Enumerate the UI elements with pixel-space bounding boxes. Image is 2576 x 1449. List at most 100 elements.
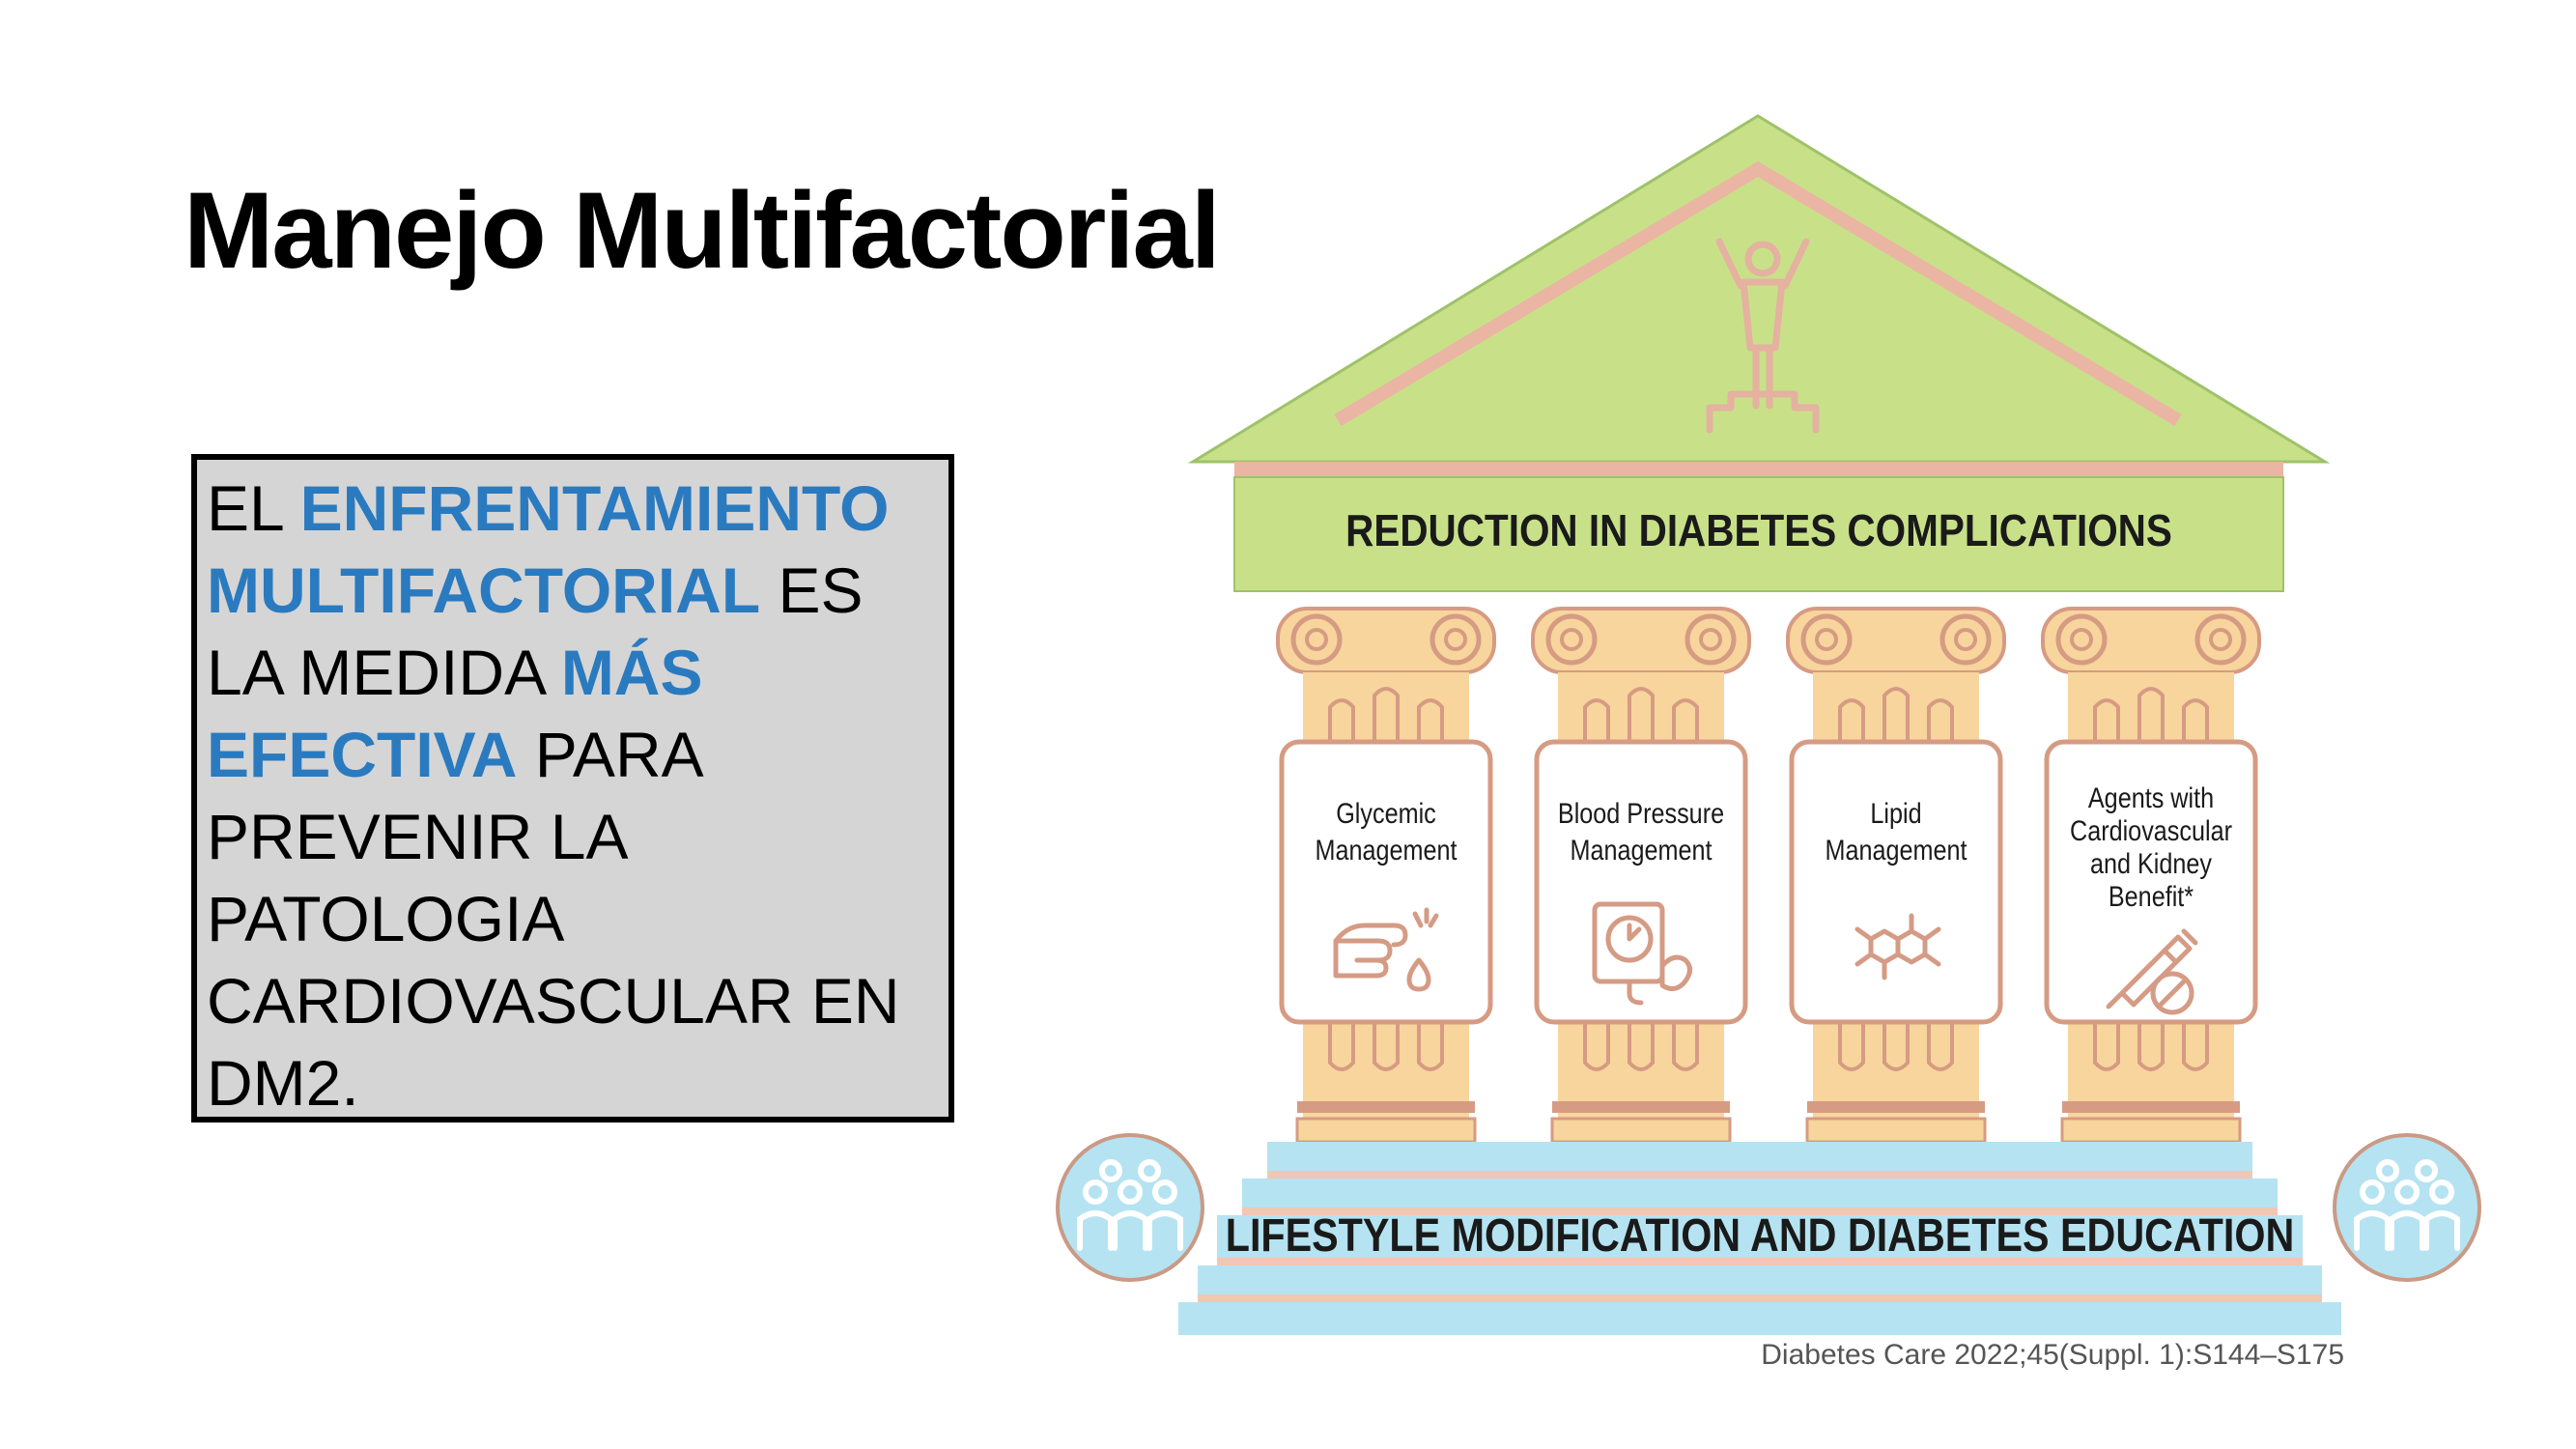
- pillar-flute: [1672, 698, 1699, 742]
- pillar-flute: [2093, 1022, 2120, 1071]
- pillar-flute: [2137, 1022, 2165, 1071]
- callout-highlight: ENFRENTAMIENTO MULTIFACTORIAL: [207, 472, 890, 626]
- blood-pressure-monitor-icon: [1592, 901, 1692, 1006]
- pillar-flute: [1373, 687, 1400, 742]
- pillar-flute: [2137, 687, 2165, 742]
- pillar-flute: [2182, 1022, 2209, 1071]
- people-group-icon: [2333, 1133, 2481, 1282]
- step-stripe: [1217, 1258, 2303, 1265]
- pillar-label: Glycemic: [1336, 797, 1436, 830]
- roof-banner-label: REDUCTION IN DIABETES COMPLICATIONS: [1345, 507, 2172, 556]
- step-top: [1267, 1142, 2252, 1171]
- pillar-shaft-upper: [1558, 672, 1724, 742]
- pillar-flute: [1328, 1022, 1355, 1071]
- callout-text: ES LA MEDIDA: [207, 554, 863, 708]
- pillar-flute: [1373, 1022, 1400, 1071]
- capital-scroll: [2194, 613, 2247, 666]
- pillar-label: Management: [1315, 834, 1457, 867]
- pillar-card: [1789, 739, 2003, 1025]
- pillar-flute: [1927, 1022, 1954, 1071]
- pillar-label: Blood Pressure: [1558, 797, 1724, 830]
- capital-scroll: [1699, 628, 1722, 651]
- pillar-flute: [1628, 687, 1655, 742]
- pillar-flute: [2093, 698, 2120, 742]
- capital-scroll: [1800, 613, 1853, 666]
- callout-highlight: MÁS EFECTIVA: [207, 637, 703, 790]
- capital-scroll: [1430, 613, 1482, 666]
- pillar-band: [1552, 1101, 1730, 1113]
- pillar-flute: [2182, 698, 2209, 742]
- slide-title: Manejo Multifactorial: [184, 170, 1221, 291]
- callout-text: EL: [207, 472, 300, 544]
- pillar-shaft-upper: [1813, 672, 1979, 742]
- roof: REDUCTION IN DIABETES COMPLICATIONS: [1187, 114, 2331, 592]
- pillar-base: [2060, 1117, 2242, 1144]
- step-2: [1242, 1179, 2278, 1208]
- pillar-band: [1297, 1101, 1475, 1113]
- capital-scroll: [2209, 628, 2232, 651]
- pillar-band: [1807, 1101, 1985, 1113]
- citation: Diabetes Care 2022;45(Suppl. 1):S144–S17…: [1761, 1339, 2344, 1371]
- step-stripe: [1198, 1294, 2322, 1302]
- capital-scroll: [1444, 628, 1467, 651]
- pillar-band: [2062, 1101, 2240, 1113]
- pillar-flute: [1838, 698, 1865, 742]
- step-stripe: [1267, 1171, 2252, 1179]
- person-celebrating-on-podium-icon: [1706, 238, 1820, 434]
- capital-scroll: [2070, 628, 2093, 651]
- step-bottom: [1178, 1302, 2341, 1335]
- pillar-card: [2044, 739, 2258, 1025]
- people-group-icon: [1056, 1133, 1204, 1282]
- step-4: [1198, 1265, 2322, 1294]
- base-label: LIFESTYLE MODIFICATION AND DIABETES EDUC…: [1226, 1209, 2295, 1262]
- finger-prick-blood-drop-icon: [1333, 907, 1439, 992]
- roof-banner: [1233, 476, 2284, 592]
- pillar-flute: [1628, 1022, 1655, 1071]
- capital-scroll: [1684, 613, 1737, 666]
- capital-scroll: [2055, 613, 2108, 666]
- roof-inner-outline: [1334, 160, 2182, 427]
- molecule-icon: [1854, 913, 1941, 980]
- callout-box: EL ENFRENTAMIENTO MULTIFACTORIAL ES LA M…: [191, 454, 954, 1122]
- pillar-flute: [1927, 698, 1954, 742]
- pillar-card: [1279, 739, 1493, 1025]
- pillar-flute: [1838, 1022, 1865, 1071]
- pillar-label: Lipid: [1870, 797, 1921, 830]
- pillar-label: Agents with: [2088, 781, 2214, 814]
- pillar-flute: [1417, 1022, 1444, 1071]
- pillar-base: [1550, 1117, 1732, 1144]
- pillar-flute: [1583, 1022, 1610, 1071]
- step-3: [1217, 1215, 2303, 1258]
- pillar-flute: [1672, 1022, 1699, 1071]
- capital-scroll: [1954, 628, 1977, 651]
- capital-scroll: [1305, 628, 1328, 651]
- pillar-label: Cardiovascular: [2070, 814, 2232, 847]
- pillar-flute: [1583, 698, 1610, 742]
- step-stripe: [1242, 1208, 2278, 1215]
- pillar-card: [1534, 739, 1748, 1025]
- pillar-base: [1805, 1117, 1987, 1144]
- pillar-base: [1295, 1117, 1477, 1144]
- capital-scroll: [1545, 613, 1598, 666]
- pillar-flute: [1417, 698, 1444, 742]
- pillar-flute: [1882, 1022, 1910, 1071]
- capital-scroll: [1290, 613, 1343, 666]
- injection-pen-and-pill-icon: [2106, 928, 2198, 1015]
- pillar-shaft-upper: [2068, 672, 2234, 742]
- pillar-shaft-upper: [1303, 672, 1469, 742]
- pillar-label: Management: [1825, 834, 1967, 867]
- capital-scroll: [1939, 613, 1992, 666]
- capital-scroll: [1560, 628, 1583, 651]
- callout-text: PARA PREVENIR LA PATOLOGIA CARDIOVASCULA…: [207, 719, 900, 1119]
- pillar-flute: [1328, 698, 1355, 742]
- roof-stripe: [1234, 462, 2283, 477]
- capital-scroll: [1815, 628, 1838, 651]
- pillar-label: Management: [1570, 834, 1712, 867]
- pillar-label: Benefit*: [2109, 880, 2194, 913]
- multifactorial-temple-diagram: REDUCTION IN DIABETES COMPLICATIONS Glyc…: [1056, 114, 2481, 1335]
- pillar-label: and Kidney: [2090, 847, 2212, 880]
